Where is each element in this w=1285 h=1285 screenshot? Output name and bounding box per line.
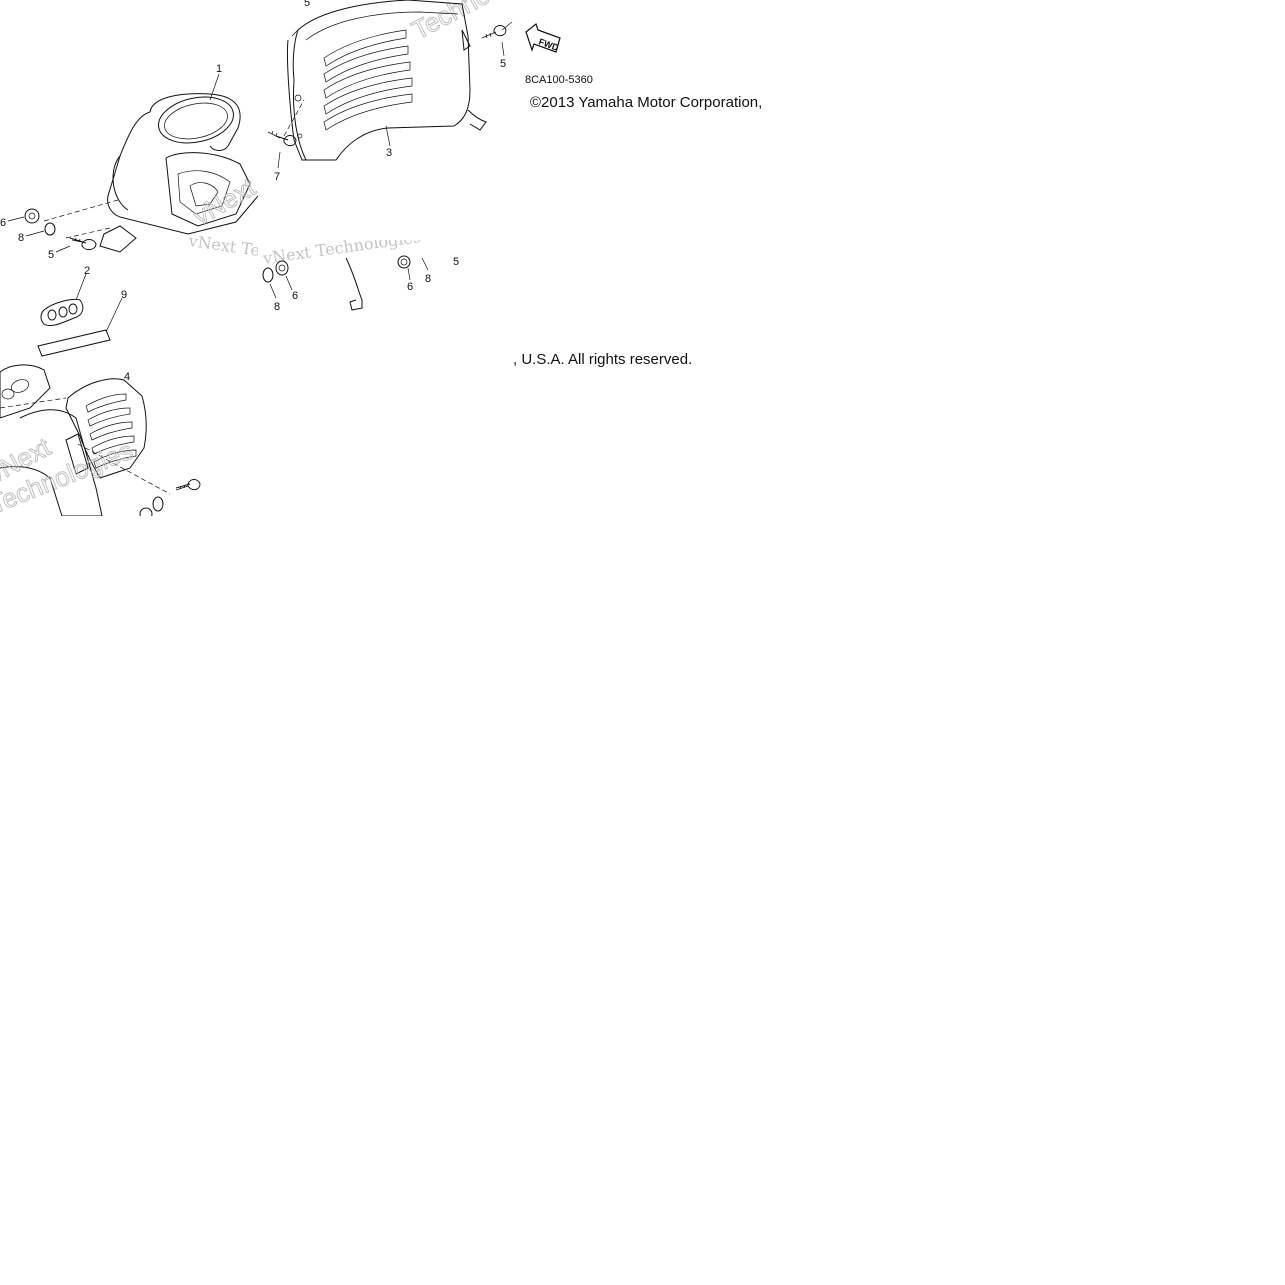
callout-8-right: 8	[425, 273, 431, 285]
diagram-code: 8CA100-5360	[525, 74, 593, 86]
lower-housing-drawing: 2 9 4 vNext Technologies	[0, 265, 201, 516]
callout-2: 2	[84, 265, 90, 277]
callout-8: 8	[18, 232, 24, 244]
callout-5-top: 5	[304, 0, 310, 9]
copyright-line-1: ©2013 Yamaha Motor Corporation,	[530, 94, 763, 111]
small-parts-drawing: vNext Technologies 8 6 6 8 5	[261, 240, 459, 313]
callout-4: 4	[124, 371, 130, 383]
callout-6: 6	[0, 217, 6, 229]
callout-1: 1	[216, 63, 222, 75]
callout-5: 5	[48, 249, 54, 258]
watermark-cursive: vNext Technologies	[186, 231, 258, 258]
diagram-tile-small-parts: vNext Technologies 8 6 6 8 5	[258, 240, 516, 320]
louvered-cover-drawing: Technologies 5 5 3 7	[267, 0, 516, 183]
diagram-tile-headlight-housing: 1 6 8 5 vNext Technologies vNext	[0, 0, 258, 258]
callout-6-left: 6	[292, 290, 298, 302]
fwd-arrow-icon: FWD	[525, 22, 561, 53]
watermark-outline: vNext	[188, 172, 258, 232]
diagram-tile-lower-housing: 2 9 4 vNext Technologies	[0, 258, 258, 516]
callout-9: 9	[121, 289, 127, 301]
copyright-line-2: , U.S.A. All rights reserved.	[513, 351, 693, 368]
callout-3: 3	[386, 147, 392, 159]
callout-5-strip: 5	[453, 256, 459, 268]
diagram-tile-louvered-cover: Technologies 5 5 3 7	[258, 0, 516, 258]
callout-8-left: 8	[274, 301, 280, 313]
callout-6-right: 6	[407, 281, 413, 293]
watermark-outline-top: Technologies	[407, 0, 516, 45]
callout-5-right: 5	[500, 58, 506, 70]
headlight-housing-drawing: 1 6 8 5 vNext Technologies vNext	[0, 63, 258, 258]
callout-7: 7	[274, 171, 280, 183]
